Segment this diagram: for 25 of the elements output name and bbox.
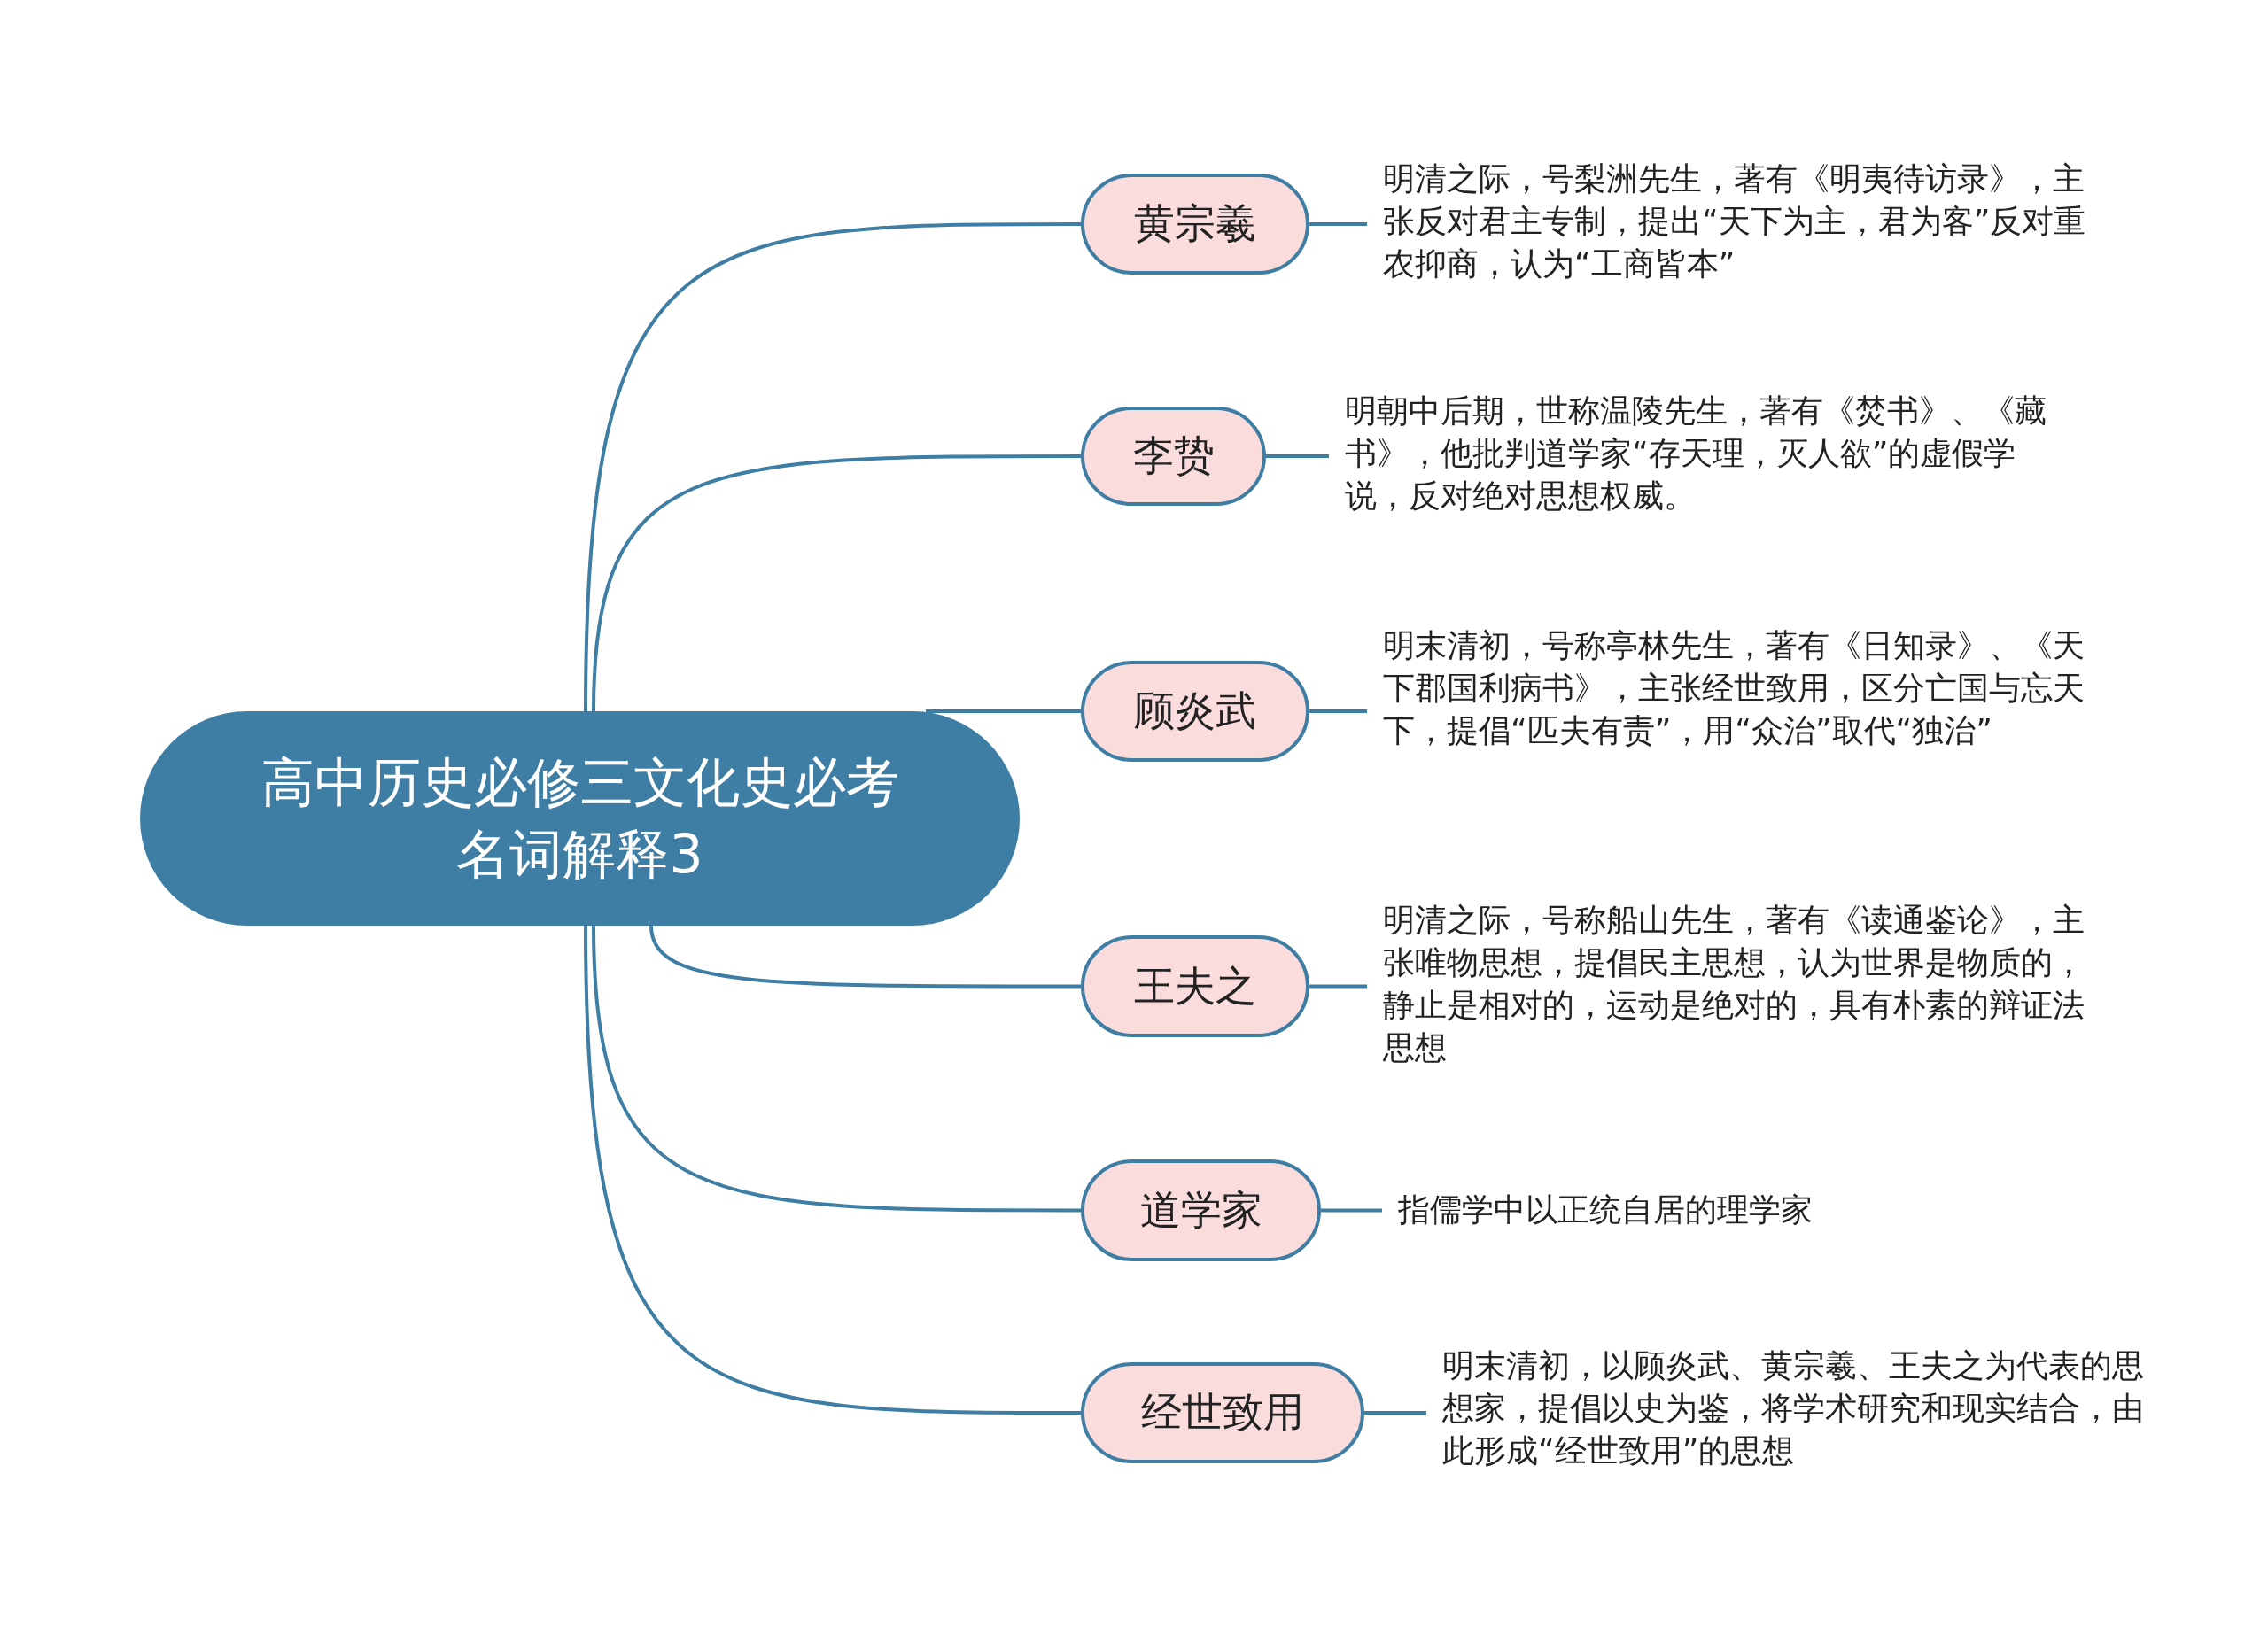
connector-line xyxy=(584,925,1081,1415)
topic-pill: 黄宗羲 xyxy=(1081,174,1309,275)
description-text: 明清之际，号称船山先生，著有《读通鉴论》，主张唯物思想，提倡民主思想，认为世界是物质的，静止是相对的，运动是绝对的，具有朴素的辩证法思想 xyxy=(1367,899,2093,1069)
connector-line xyxy=(1266,454,1329,458)
description-text: 明末清初，以顾炎武、黄宗羲、王夫之为代表的思想家，提倡以史为鉴，将学术研究和现实结合，由此形成“经世致用”的思想 xyxy=(1426,1345,2153,1472)
connector-line xyxy=(1309,709,1367,713)
connector-line xyxy=(1309,984,1367,989)
topic-pill: 经世致用 xyxy=(1081,1362,1364,1463)
topic-pill: 道学家 xyxy=(1081,1159,1321,1261)
connector-line xyxy=(584,222,1081,712)
topic-pill: 王夫之 xyxy=(1081,935,1309,1037)
connector-line xyxy=(592,454,1081,712)
description-text: 明朝中后期，世称温陵先生，著有《焚书》、《藏书》，他批判道学家“存天理，灭人欲”的虚假学说，反对绝对思想权威。 xyxy=(1329,390,2055,517)
connector-line xyxy=(1321,1208,1382,1213)
connector-line xyxy=(649,925,1081,989)
connector-line xyxy=(1309,222,1367,226)
connector-line xyxy=(1364,1411,1426,1415)
central-topic: 高中历史必修三文化史必考名词解释3 xyxy=(140,711,1020,926)
topic-pill: 李贽 xyxy=(1081,407,1266,506)
connector-line xyxy=(592,925,1081,1213)
description-text: 明清之际，号梨洲先生，著有《明夷待访录》，主张反对君主专制，提出“天下为主，君为客”反对重农抑商，认为“工商皆本” xyxy=(1367,158,2093,285)
description-text: 明末清初，号称亭林先生，著有《日知录》、《天下郡国利病书》，主张经世致用，区分亡国与忘天下，提倡“匹夫有责”，用“众治”取代“独治” xyxy=(1367,624,2093,752)
topic-pill: 顾炎武 xyxy=(1081,661,1309,762)
connector-line xyxy=(926,709,1081,713)
description-text: 指儒学中以正统自居的理学家 xyxy=(1382,1189,2109,1231)
